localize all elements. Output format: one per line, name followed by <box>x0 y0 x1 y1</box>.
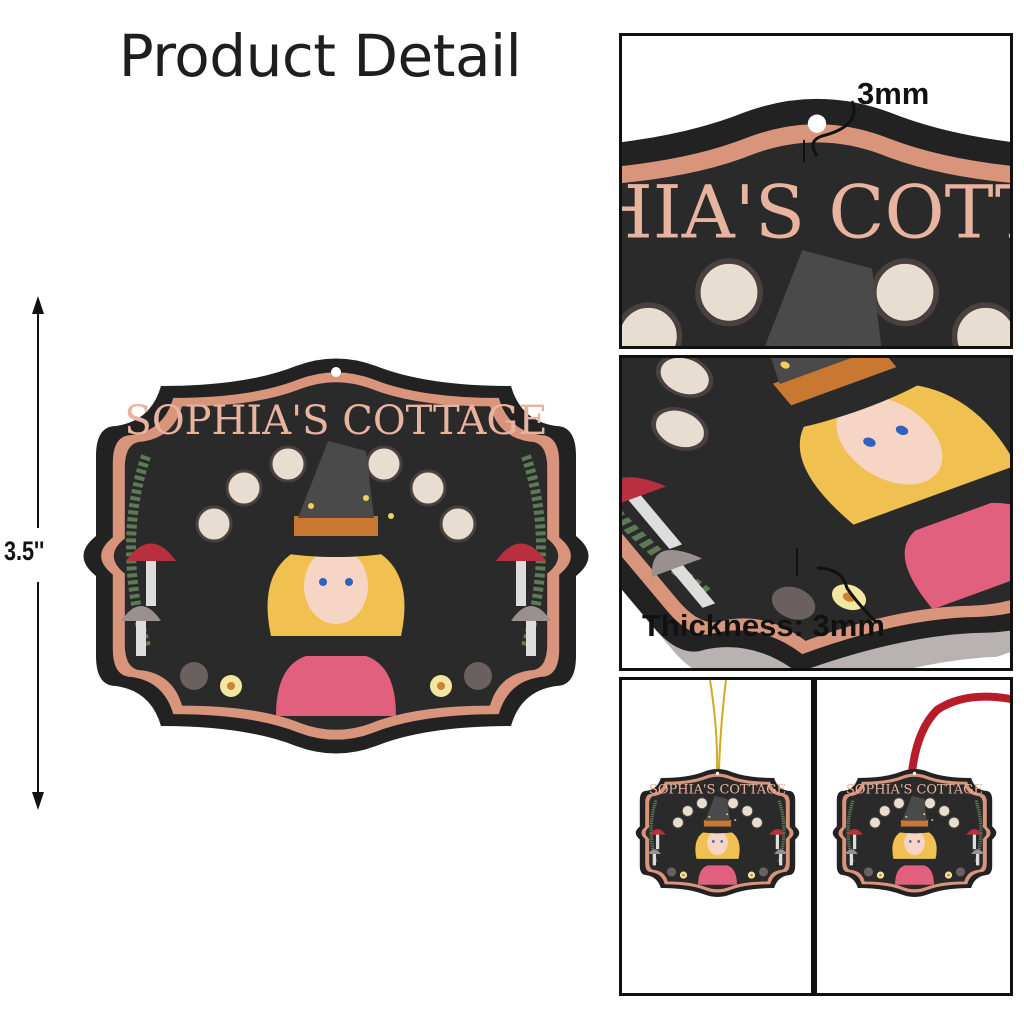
ornament-title: SOPHIA'S COTTAGE <box>124 398 547 444</box>
ornament-closeup-angled: SOPHIA'S COTTAGE <box>622 358 1010 668</box>
red-ribbon-option-panel: SOPHIA'S COTTAGE <box>814 677 1013 996</box>
height-dimension-arrow <box>32 296 44 810</box>
ornament-with-gold-string: SOPHIA'S COTTAGE <box>630 765 805 901</box>
pointer-arrow-icon <box>803 100 856 162</box>
ornament-title-closeup: SOPHIA'S COTTAGE <box>619 170 1013 255</box>
gold-string-option-panel: SOPHIA'S COTTAGE <box>619 677 814 996</box>
ornament-title-small-gold: SOPHIA'S COTTAGE <box>649 782 786 797</box>
thickness-arrow-icon <box>796 548 879 625</box>
hole-size-label: 3mm <box>857 76 930 111</box>
page-title: Product Detail <box>118 22 522 90</box>
height-label: 3.5'' <box>4 536 45 566</box>
ornament-with-red-ribbon: SOPHIA'S COTTAGE <box>827 765 1002 901</box>
ornament-closeup-top: SOPHIA'S COTTAGE <box>619 76 1013 349</box>
gold-string-icon <box>709 680 727 773</box>
hole-detail-panel: SOPHIA'S COTTAGE 3mm <box>619 33 1013 349</box>
thickness-label: Thickness: 3mm <box>642 608 885 643</box>
red-ribbon-icon <box>908 692 1010 773</box>
ornament-main-image: SOPHIA'S COTTAGE <box>66 346 606 766</box>
thickness-detail-panel: SOPHIA'S COTTAGE Thickness: 3mm <box>619 355 1013 671</box>
ornament-title-small-red: SOPHIA'S COTTAGE <box>846 782 983 797</box>
